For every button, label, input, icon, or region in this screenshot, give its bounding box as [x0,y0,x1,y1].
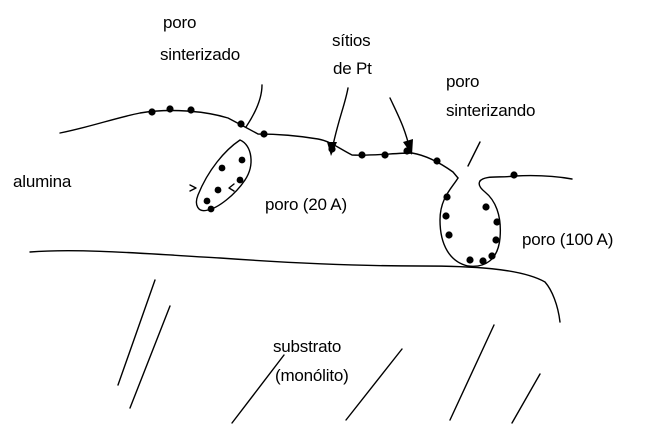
substrate-boundary [29,249,561,323]
label-pore-100a: poro (100 A) [522,230,614,249]
pt-site [403,147,411,155]
alumina-surface-left [59,109,459,179]
leader-sintered-pore [245,84,263,128]
label-substrate-line2: (monólito) [275,366,349,385]
pt-site [166,105,174,113]
pt-site [236,176,244,184]
label-sintered-pore-line1: poro [163,13,197,32]
pt-site [510,171,518,179]
pt-site [493,218,501,226]
hatch-line [449,324,495,421]
pt-site [214,186,222,194]
pt-site [442,212,450,220]
pore-20a-tick-1 [189,184,197,192]
label-sintering-pore-line1: poro [446,72,480,91]
hatch-line [511,373,541,424]
pt-site [358,151,366,159]
label-pt-sites-line2: de Pt [333,59,372,78]
pt-site [482,203,490,211]
pt-site [207,205,215,213]
pt-site [479,257,487,265]
hatch-line [117,279,156,386]
pt-site [187,106,195,114]
pt-site [466,256,474,264]
label-sintering-pore-line2: sinterizando [446,101,536,120]
pt-site [148,108,156,116]
leader-sintering-pore [467,141,481,167]
arrow-pt-site-1 [331,87,349,151]
label-sintered-pore-line2: sinterizado [160,45,241,64]
pt-site [443,193,451,201]
pt-site [237,120,245,128]
hatch-line [231,354,285,424]
pt-site [218,164,226,172]
label-substrate-line1: substrato [273,337,342,356]
hatch-line [129,305,171,409]
pt-site [260,130,268,138]
label-pore-20a: poro (20 A) [265,195,347,214]
pt-site [203,197,211,205]
label-alumina: alumina [13,172,72,191]
alumina-surface-right [479,174,573,182]
pt-site [433,157,441,165]
pt-site [488,252,496,260]
pt-site [328,145,336,153]
pt-site [445,231,453,239]
pore-20a-tick-2 [228,183,235,192]
pt-site [238,156,246,164]
hatch-line [345,348,403,421]
pore-100a-outline [439,177,502,267]
pt-site [492,236,500,244]
pt-site [381,151,389,159]
label-pt-sites-line1: sítios [332,31,371,50]
